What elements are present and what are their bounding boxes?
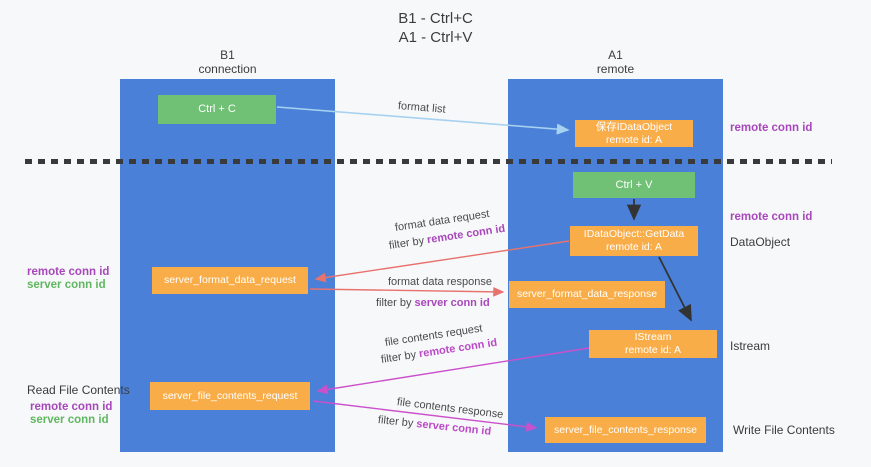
ctrl-v-label: Ctrl + V [615, 178, 653, 191]
format-data-response-arrow [309, 286, 505, 297]
right-column-name: A1 [608, 48, 623, 62]
diagram-title: B1 - Ctrl+C A1 - Ctrl+V [0, 9, 871, 47]
remote-conn-id-annotation-1: remote conn id [730, 122, 813, 134]
istream-annotation: Istream [730, 339, 771, 353]
server-format-data-response-label: server_format_data_response [516, 288, 658, 300]
remote-conn-id-annotation-left-1: remote conn id [27, 266, 110, 278]
left-column-name: B1 [220, 48, 235, 62]
istream-line1: IStream [634, 331, 672, 343]
server-conn-id-text: server conn id [415, 418, 492, 438]
server-file-contents-response-label: server_file_contents_response [553, 423, 697, 436]
server-file-contents-response-node: server_file_contents_response [545, 417, 706, 443]
title-line-b1: B1 - Ctrl+C [398, 10, 473, 27]
server-format-data-request-node: server_format_data_request [152, 267, 308, 294]
idataobject-getdata-node: IDataObject::GetData remote id: A [570, 226, 698, 256]
filter-by-text: filter by [376, 297, 415, 309]
idataobject-getdata-line1: IDataObject::GetData [583, 228, 685, 240]
remote-conn-id-annotation-left-2: remote conn id [30, 401, 113, 413]
format-list-label: format list [397, 100, 447, 116]
ctrl-v-node: Ctrl + V [573, 172, 695, 198]
write-file-contents-annotation: Write File Contents [733, 423, 835, 437]
right-column-type: remote [596, 62, 635, 76]
server-conn-id-annotation-left-1: server conn id [27, 279, 106, 291]
left-column-header: B1 connection [120, 48, 335, 76]
remote-conn-id-annotation-2: remote conn id [730, 211, 813, 223]
filter-by-text: filter by [377, 414, 417, 430]
server-conn-id-annotation-left-2: server conn id [30, 414, 109, 426]
save-idataobject-line1: 保存IDataObject [595, 120, 673, 133]
save-idataobject-line2: remote id: A [605, 133, 663, 146]
read-file-contents-annotation: Read File Contents [27, 383, 130, 397]
ctrl-c-node: Ctrl + C [158, 95, 276, 124]
filter-by-server-conn-id-label-1: filter by server conn id [376, 297, 490, 309]
title-line-a1: A1 - Ctrl+V [398, 29, 473, 46]
right-column-header: A1 remote [508, 48, 723, 76]
server-format-data-response-node: server_format_data_response [509, 281, 665, 308]
left-column-type: connection [198, 62, 257, 76]
istream-line2: remote id: A [624, 344, 682, 356]
format-data-response-label: format data response [388, 276, 492, 288]
server-file-contents-request-label: server_file_contents_request [162, 389, 298, 402]
save-idataobject-node: 保存IDataObject remote id: A [575, 120, 693, 147]
filter-by-text: filter by [380, 348, 420, 366]
server-conn-id-text: server conn id [414, 297, 490, 309]
istream-node: IStream remote id: A [589, 330, 717, 358]
server-file-contents-request-node: server_file_contents_request [150, 382, 310, 410]
idataobject-getdata-line2: remote id: A [605, 241, 663, 253]
phase-divider-dashed-line [25, 159, 832, 164]
filter-by-text: filter by [388, 234, 428, 252]
dataobject-annotation: DataObject [730, 235, 791, 249]
server-format-data-request-label: server_format_data_request [164, 274, 296, 286]
ctrl-c-label: Ctrl + C [198, 103, 236, 115]
